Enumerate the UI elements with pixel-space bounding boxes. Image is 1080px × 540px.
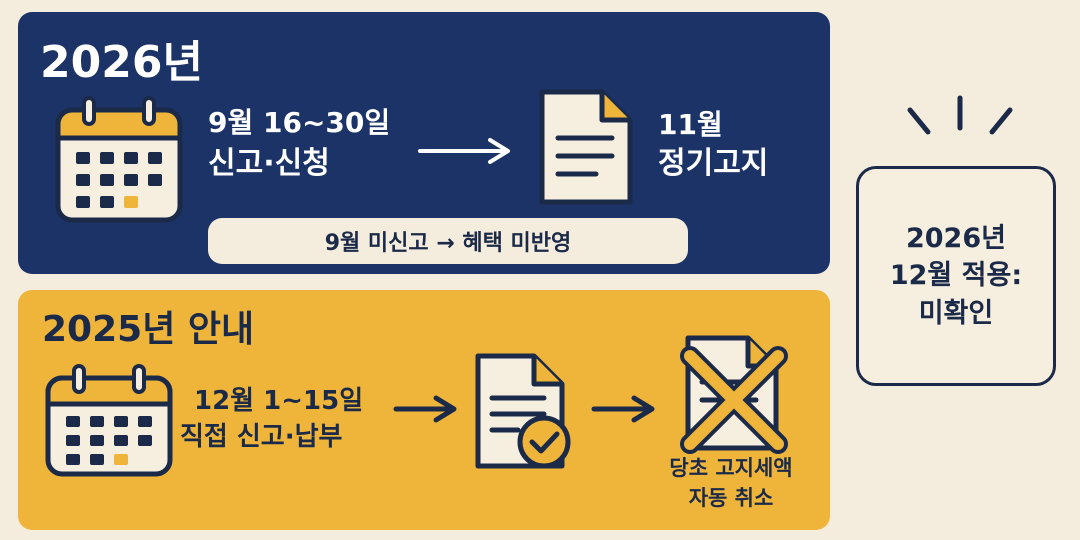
action-2026: 신고·신청	[208, 146, 330, 181]
warning-pill: 9월 미신고 → 혜택 미반영	[208, 218, 688, 264]
section-2026-panel: 2026년 9월 16~30일 신고·신청 11월 정기고지 9월 미신	[18, 12, 830, 274]
action-2025: 직접 신고·납부	[180, 422, 343, 452]
calendar-icon	[45, 364, 173, 477]
arrow-right-icon	[393, 395, 457, 423]
notice-box: 2026년 12월 적용: 미확인	[856, 166, 1056, 386]
arrow-right-icon	[591, 395, 655, 423]
attention-burst-icon	[907, 95, 1013, 135]
arrow-right-icon	[418, 138, 510, 164]
section-2025-title: 2025년 안내	[42, 309, 255, 350]
result-month-2026: 11월	[658, 108, 723, 141]
section-2025-panel: 2025년 안내 12월 1~15일 직접 신고·납부	[18, 290, 830, 530]
calendar-icon	[55, 96, 183, 223]
period-2026: 9월 16~30일	[208, 106, 391, 139]
section-2026-title: 2026년	[40, 37, 203, 88]
document-icon	[539, 89, 633, 205]
document-cancel-icon	[680, 335, 788, 454]
cancel-line2: 자동 취소	[688, 486, 774, 510]
notice-text: 2026년 12월 적용: 미확인	[889, 223, 1023, 329]
cancel-line1: 당초 고지세액	[669, 456, 793, 480]
document-check-icon	[475, 353, 571, 469]
result-label-2026: 정기고지	[658, 146, 769, 181]
period-2025: 12월 1~15일	[194, 386, 364, 416]
